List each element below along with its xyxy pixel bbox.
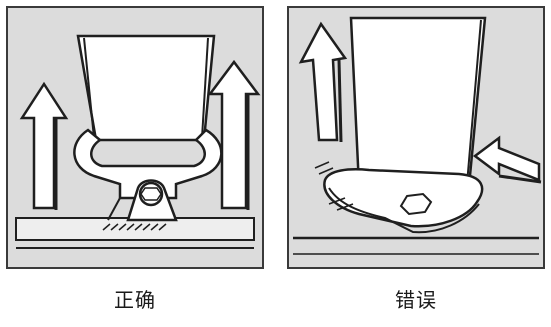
correct-lifting-illustration bbox=[15, 34, 261, 249]
lifting-strap bbox=[349, 16, 487, 188]
up-arrow-right-icon bbox=[207, 59, 261, 210]
panel-divider bbox=[274, 0, 277, 327]
caption-wrong: 错误 bbox=[395, 288, 437, 312]
shackle-wrong bbox=[314, 161, 484, 234]
panel-correct: 正确 bbox=[0, 0, 270, 327]
side-pull-arrow-icon bbox=[472, 135, 542, 184]
panel-wrong: 错误 bbox=[281, 0, 551, 327]
shackle-correct bbox=[73, 128, 223, 222]
caption-correct: 正确 bbox=[114, 288, 156, 312]
ground-hatching bbox=[102, 223, 167, 231]
illustration-wrong-frame bbox=[287, 6, 545, 269]
up-arrow-left-icon bbox=[19, 81, 69, 210]
lifting-strap bbox=[76, 34, 216, 142]
up-arrow-icon bbox=[298, 21, 348, 143]
illustration-correct-frame bbox=[6, 6, 264, 269]
wrong-lifting-illustration bbox=[293, 16, 542, 255]
